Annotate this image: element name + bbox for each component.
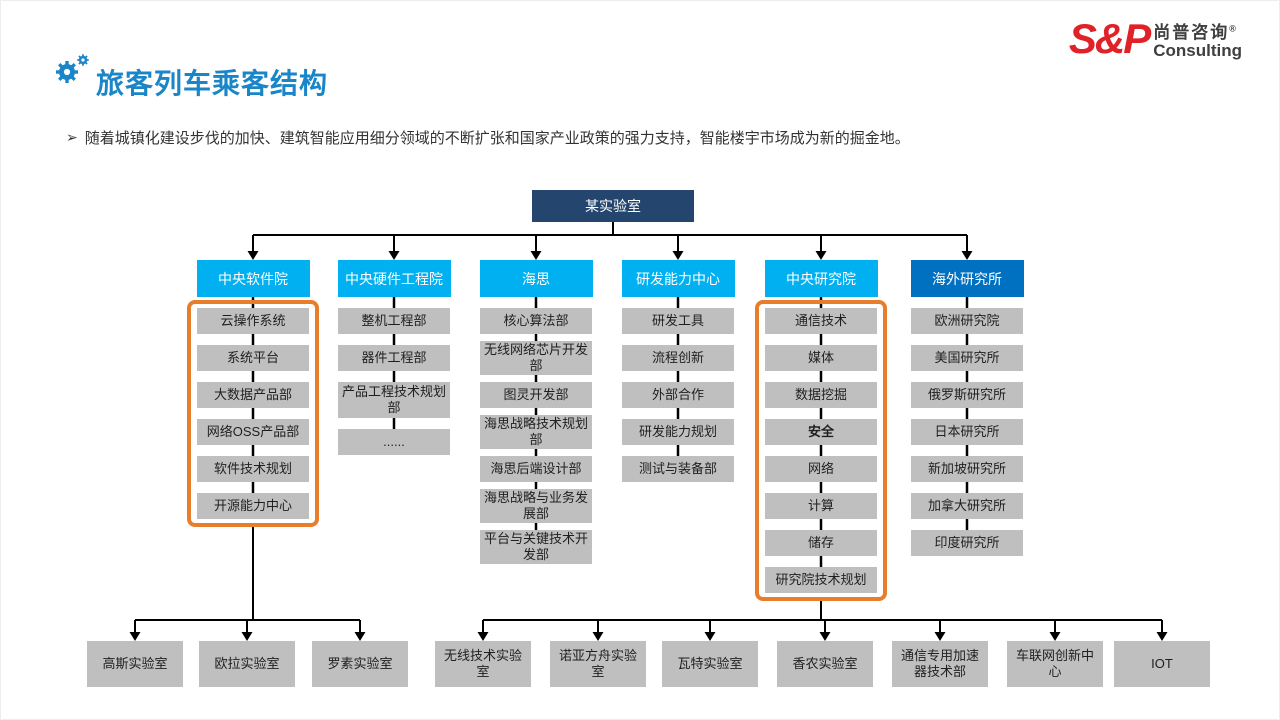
org-item: 网络OSS产品部 bbox=[197, 419, 309, 445]
org-item: 外部合作 bbox=[622, 382, 734, 408]
logo-en-text: Consulting bbox=[1153, 41, 1242, 60]
org-item: 海思战略技术规划部 bbox=[480, 415, 592, 449]
org-bottom-box: 高斯实验室 bbox=[87, 641, 183, 687]
org-item: 图灵开发部 bbox=[480, 382, 592, 408]
sp-consulting-logo: S&P 尚普咨询® Consulting bbox=[1069, 18, 1242, 60]
bullet-text: 随着城镇化建设步伐的加快、建筑智能应用细分领域的不断扩张和国家产业政策的强力支持… bbox=[84, 130, 910, 147]
org-column-header: 海思 bbox=[479, 260, 593, 297]
org-item: 研发工具 bbox=[622, 308, 734, 334]
org-item: 印度研究所 bbox=[911, 530, 1023, 556]
logo-cn-chars: 尚普咨询 bbox=[1153, 23, 1230, 42]
org-item: 通信技术 bbox=[765, 308, 877, 334]
org-bottom-box: 欧拉实验室 bbox=[199, 641, 295, 687]
org-column-header: 中央软件院 bbox=[196, 260, 310, 297]
gear-icon bbox=[56, 54, 90, 91]
logo-cn-text: 尚普咨询® bbox=[1153, 24, 1242, 41]
org-item: 软件技术规划 bbox=[197, 456, 309, 482]
org-item: 加拿大研究所 bbox=[911, 493, 1023, 519]
org-item: 欧洲研究院 bbox=[911, 308, 1023, 334]
org-bottom-box: 车联网创新中心 bbox=[1007, 641, 1103, 687]
org-item: 新加坡研究所 bbox=[911, 456, 1023, 482]
org-column-header: 中央硬件工程院 bbox=[337, 260, 451, 297]
org-bottom-box: 香农实验室 bbox=[777, 641, 873, 687]
org-bottom-box: 瓦特实验室 bbox=[662, 641, 758, 687]
org-item: 无线网络芯片开发部 bbox=[480, 341, 592, 375]
org-column-header: 海外研究所 bbox=[910, 260, 1024, 297]
org-item: 器件工程部 bbox=[338, 345, 450, 371]
org-column-header: 中央研究院 bbox=[764, 260, 878, 297]
org-root-box: 某实验室 bbox=[532, 190, 694, 222]
org-bottom-box: 无线技术实验室 bbox=[435, 641, 531, 687]
title-block: 旅客列车乘客结构 bbox=[56, 54, 329, 102]
org-item: 开源能力中心 bbox=[197, 493, 309, 519]
org-item: ...... bbox=[338, 429, 450, 455]
org-bottom-box: 罗素实验室 bbox=[312, 641, 408, 687]
org-item: 流程创新 bbox=[622, 345, 734, 371]
bullet-line: ➢ 随着城镇化建设步伐的加快、建筑智能应用细分领域的不断扩张和国家产业政策的强力… bbox=[66, 127, 910, 148]
page-title: 旅客列车乘客结构 bbox=[96, 68, 329, 99]
org-item: 系统平台 bbox=[197, 345, 309, 371]
logo-sp-text: S&P bbox=[1068, 15, 1151, 62]
registered-mark: ® bbox=[1229, 23, 1236, 34]
org-item: 产品工程技术规划部 bbox=[338, 382, 450, 418]
bullet-arrow-icon: ➢ bbox=[66, 129, 78, 145]
org-item: 平台与关键技术开发部 bbox=[480, 530, 592, 564]
org-item: 日本研究所 bbox=[911, 419, 1023, 445]
org-item: 俄罗斯研究所 bbox=[911, 382, 1023, 408]
org-item: 大数据产品部 bbox=[197, 382, 309, 408]
org-item: 海思战略与业务发展部 bbox=[480, 489, 592, 523]
org-item: 云操作系统 bbox=[197, 308, 309, 334]
org-item: 核心算法部 bbox=[480, 308, 592, 334]
org-item: 整机工程部 bbox=[338, 308, 450, 334]
org-bottom-box: 通信专用加速器技术部 bbox=[892, 641, 988, 687]
org-item: 研究院技术规划 bbox=[765, 567, 877, 593]
org-bottom-box: 诺亚方舟实验室 bbox=[550, 641, 646, 687]
org-item: 储存 bbox=[765, 530, 877, 556]
org-item: 网络 bbox=[765, 456, 877, 482]
org-item: 数据挖掘 bbox=[765, 382, 877, 408]
org-item: 研发能力规划 bbox=[622, 419, 734, 445]
org-column-header: 研发能力中心 bbox=[621, 260, 735, 297]
org-item: 媒体 bbox=[765, 345, 877, 371]
org-bottom-box: IOT bbox=[1114, 641, 1210, 687]
org-item: 海思后端设计部 bbox=[480, 456, 592, 482]
org-item: 美国研究所 bbox=[911, 345, 1023, 371]
org-item: 计算 bbox=[765, 493, 877, 519]
logo-text-block: 尚普咨询® Consulting bbox=[1153, 24, 1242, 59]
org-item: 安全 bbox=[765, 419, 877, 445]
org-item: 测试与装备部 bbox=[622, 456, 734, 482]
